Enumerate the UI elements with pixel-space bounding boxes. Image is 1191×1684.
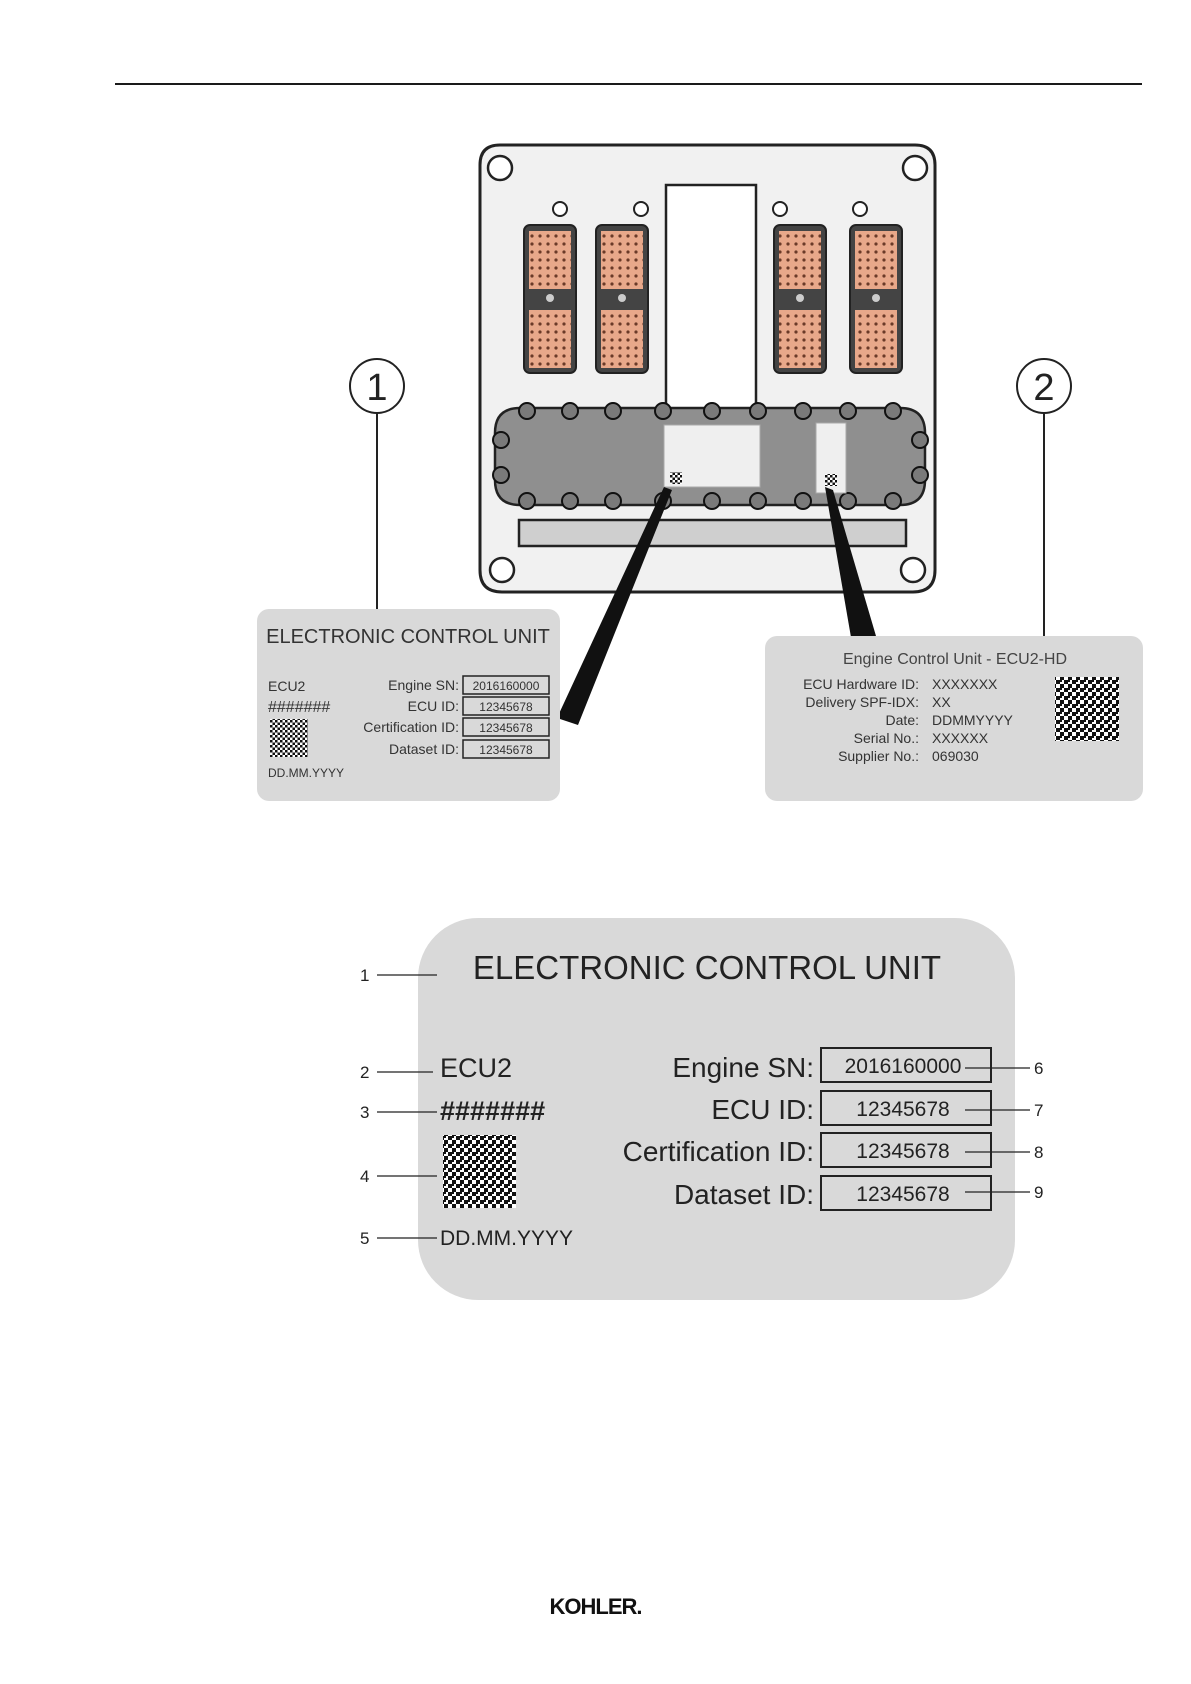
connector-blocks (523, 224, 903, 374)
label-hd-field-value: XXXXXXX (932, 676, 998, 692)
leader-lines (377, 974, 1030, 1239)
label-hd-field-name: Delivery SPF-IDX: (805, 694, 919, 710)
label-ecu-hash: ####### (268, 699, 330, 716)
label-hd-field-value: DDMMYYYY (932, 712, 1014, 728)
callout-2-text: 2 (1033, 367, 1054, 409)
label-ecu-field-name: ECU ID: (408, 698, 459, 714)
label-ecu-model: ECU2 (268, 678, 306, 694)
label-large-field-name: Dataset ID: (674, 1179, 814, 1210)
qr-code-icon (443, 1135, 516, 1208)
label-large-field-value: 12345678 (856, 1183, 949, 1206)
header-rule (115, 83, 1142, 85)
pointer-wedge-right (825, 487, 876, 643)
label-ecu-field-value: 12345678 (479, 700, 533, 714)
label-large-model: ECU2 (440, 1053, 512, 1083)
callout-1: 1 (349, 358, 405, 609)
callout-number: 8 (1034, 1143, 1043, 1162)
label-hd-title: Engine Control Unit - ECU2-HD (843, 651, 1067, 668)
label-ecu-date: DD.MM.YYYY (268, 766, 344, 780)
kohler-logo: KOHLER. (549, 1594, 643, 1619)
cover-plate (492, 402, 929, 510)
label-ecu-field-value: 12345678 (479, 721, 533, 735)
callout-2: 2 (1016, 358, 1072, 636)
callout-number: 3 (360, 1103, 369, 1122)
label-hd-field-name: Date: (886, 712, 919, 728)
qr-code-icon (270, 719, 308, 757)
label-ecu-enlarged: ELECTRONIC CONTROL UNIT ECU2 ####### DD.… (418, 918, 1015, 1300)
label-large-field-name: ECU ID: (711, 1094, 814, 1125)
label-ecu-field-value: 2016160000 (473, 679, 540, 693)
label-large-field-name: Certification ID: (623, 1136, 814, 1167)
callout-number: 1 (360, 966, 369, 985)
label-ecu-field-name: Dataset ID: (389, 741, 459, 757)
callout-number: 4 (360, 1167, 369, 1186)
label-ecu-hd: Engine Control Unit - ECU2-HD ECU Hardwa… (765, 636, 1143, 801)
label-large-field-value: 2016160000 (845, 1055, 962, 1078)
callout-numbers: 1 2 3 4 5 6 7 8 9 (360, 966, 1043, 1248)
label-large-field-value: 12345678 (856, 1098, 949, 1121)
callout-1-text: 1 (366, 367, 387, 409)
label-hd-field-name: Serial No.: (854, 730, 919, 746)
label-ecu-field-value: 12345678 (479, 743, 533, 757)
label-hd-field-value: XXXXXX (932, 730, 989, 746)
label-large-hash: ####### (440, 1096, 545, 1126)
callout-number: 6 (1034, 1059, 1043, 1078)
label-ecu-field-name: Engine SN: (388, 677, 459, 693)
label-large-date: DD.MM.YYYY (440, 1227, 573, 1250)
qr-code-icon (1055, 677, 1119, 741)
label-hd-field-name: Supplier No.: (838, 748, 919, 764)
callout-number: 2 (360, 1063, 369, 1082)
callout-number: 7 (1034, 1101, 1043, 1120)
label-large-field-value: 12345678 (856, 1140, 949, 1163)
label-ecu-title: ELECTRONIC CONTROL UNIT (266, 626, 550, 648)
label-large-title: ELECTRONIC CONTROL UNIT (473, 949, 941, 986)
label-hd-field-value: XX (932, 694, 951, 710)
label-large-field-name: Engine SN: (672, 1052, 814, 1083)
label-ecu-field-name: Certification ID: (363, 719, 459, 735)
label-hd-field-value: 069030 (932, 748, 979, 764)
callout-number: 5 (360, 1229, 369, 1248)
pointer-wedge-left (557, 487, 672, 725)
label-ecu-small: ELECTRONIC CONTROL UNIT ECU2 ####### DD.… (257, 609, 560, 801)
label-hd-field-name: ECU Hardware ID: (803, 676, 919, 692)
callout-number: 9 (1034, 1183, 1043, 1202)
